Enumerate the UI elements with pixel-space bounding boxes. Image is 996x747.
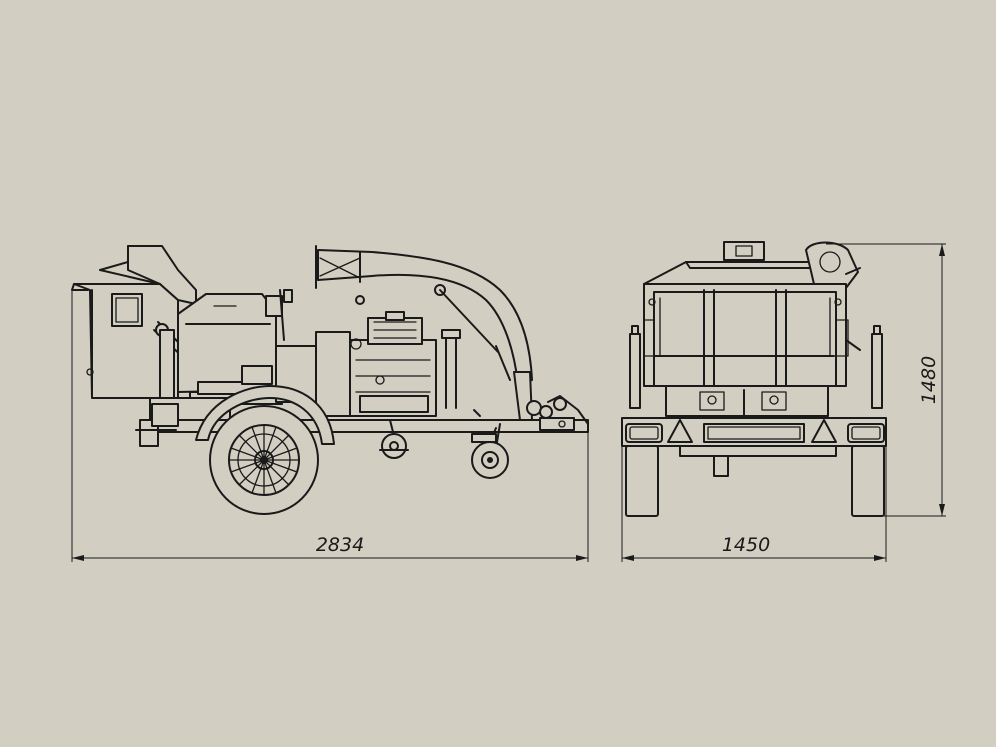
support-foot <box>379 433 409 459</box>
main-wheel <box>209 405 319 515</box>
rear-view <box>621 241 887 517</box>
discharge-chute <box>315 245 553 421</box>
dimension-width-label: 1450 <box>722 534 770 556</box>
jockey-wheel <box>471 427 509 479</box>
dimension-lines <box>71 243 946 562</box>
dimension-length-label: 2834 <box>316 534 364 556</box>
engine <box>275 311 461 417</box>
dimension-height-label: 1480 <box>918 356 940 404</box>
rear-wheels <box>625 445 885 517</box>
side-view <box>71 245 589 515</box>
rear-side-poles <box>629 325 883 409</box>
rear-top <box>643 241 861 289</box>
rear-body <box>643 283 861 387</box>
tow-hitch <box>473 395 589 425</box>
rear-chassis <box>621 385 887 477</box>
